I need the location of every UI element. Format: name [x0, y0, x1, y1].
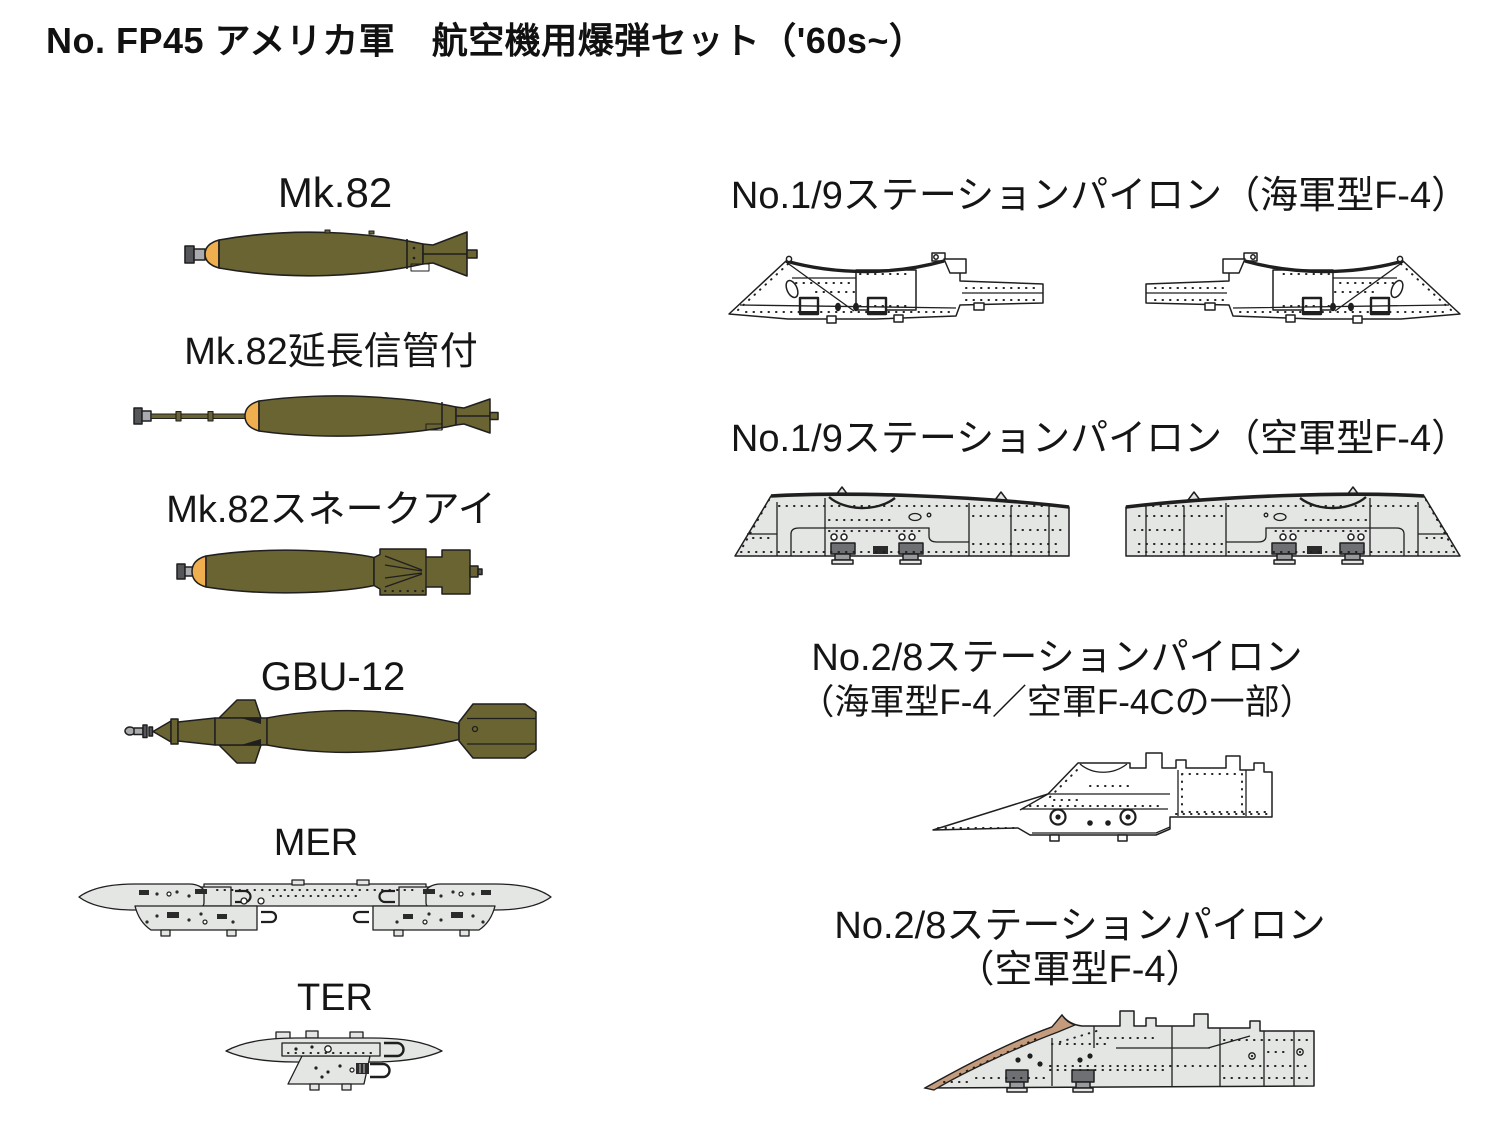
pylon-1-9-navy-right-illustration: [1144, 251, 1462, 325]
label-pylon-2-8-navy-line1: No.2/8ステーションパイロン: [811, 637, 1303, 679]
label-mk82: Mk.82: [277, 169, 393, 216]
label-pylon-1-9-navy: No.1/9ステーションパイロン（海軍型F-4）: [730, 175, 1470, 217]
pylon-1-9-airforce-left-illustration: [734, 486, 1070, 565]
mer-rack-illustration: [77, 879, 553, 938]
gbu12-bomb-illustration: [124, 699, 537, 764]
label-mk82-snakeye: Mk.82スネークアイ: [166, 489, 496, 531]
mk82-snakeye-bomb-illustration: [176, 548, 483, 596]
label-ter: TER: [297, 977, 373, 1019]
pylon-1-9-navy-left-illustration: [728, 252, 1044, 324]
mk82-extended-fuze-bomb-illustration: [133, 395, 499, 437]
label-pylon-2-8-airforce-line1: No.2/8ステーションパイロン: [834, 905, 1326, 947]
label-gbu12: GBU-12: [260, 655, 406, 699]
pylon-2-8-airforce-illustration: [923, 1010, 1315, 1093]
pylon-1-9-airforce-right-illustration: [1124, 485, 1462, 566]
page-title: No. FP45 アメリカ軍 航空機用爆弾セット（'60s~）: [46, 20, 926, 61]
ter-rack-illustration: [225, 1030, 443, 1091]
label-pylon-1-9-airforce: No.1/9ステーションパイロン（空軍型F-4）: [730, 418, 1470, 460]
label-mer: MER: [273, 822, 359, 864]
label-pylon-2-8-navy-line2: （海軍型F-4／空軍F-4Cの一部）: [799, 683, 1315, 722]
mk82-bomb-illustration: [184, 229, 478, 277]
label-pylon-2-8-airforce-line2: （空軍型F-4）: [956, 949, 1204, 991]
pylon-2-8-navy-illustration: [932, 752, 1273, 842]
label-mk82-extended-fuze: Mk.82延長信管付: [184, 331, 478, 373]
